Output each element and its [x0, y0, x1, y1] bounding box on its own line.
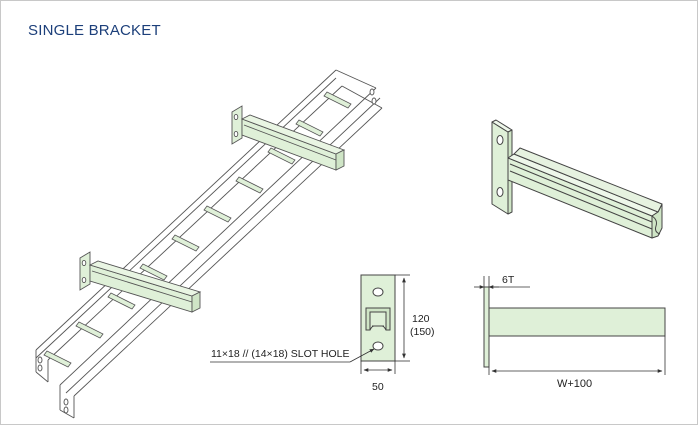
- thickness-label: 6T: [502, 274, 515, 286]
- plate-dimensions: [210, 274, 410, 374]
- page-title: SINGLE BRACKET: [28, 22, 161, 39]
- side-view-dimensions: [474, 276, 666, 375]
- height-main-label: 120: [412, 313, 430, 325]
- ladder-bracket-lower: [79, 251, 202, 313]
- ladder-rungs: [43, 91, 352, 368]
- plate-front-view: [360, 274, 396, 362]
- ladder-end-holes: [37, 88, 377, 414]
- slot-hole-label: 11×18 // (14×18) SLOT HOLE: [211, 348, 350, 360]
- ladder-left-rail: [35, 69, 343, 383]
- ladder-right-rail: [59, 69, 383, 419]
- height-alt-label: (150): [410, 326, 435, 338]
- ladder-bracket-upper: [231, 105, 346, 171]
- bracket-side-view: [483, 286, 666, 368]
- length-label: W+100: [557, 378, 592, 390]
- cable-ladder-drawing: [35, 69, 383, 419]
- bracket-isometric: [491, 119, 663, 239]
- plate-width-label: 50: [372, 381, 384, 393]
